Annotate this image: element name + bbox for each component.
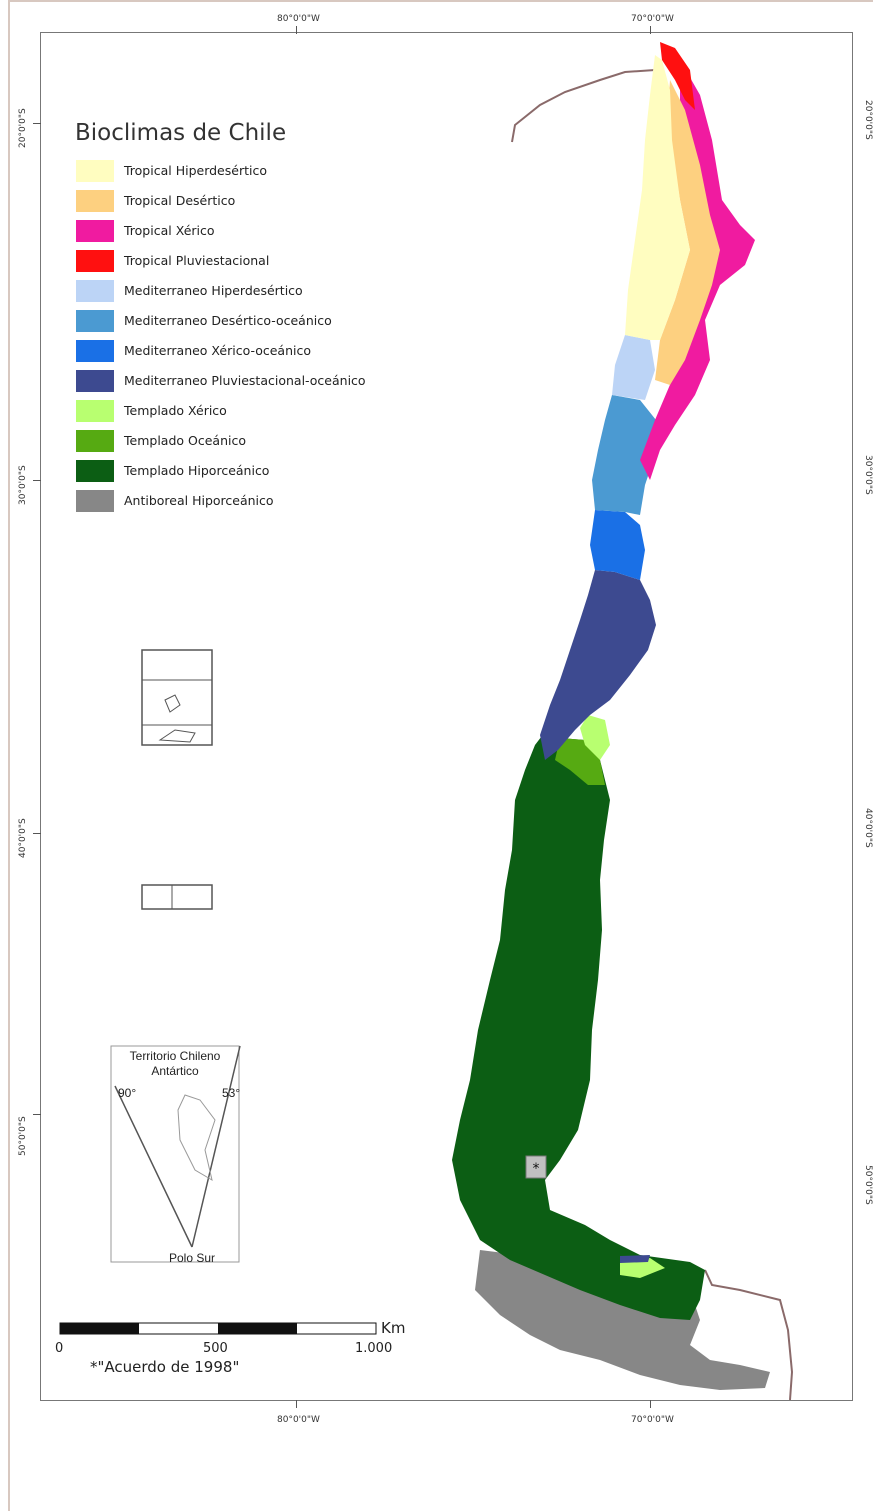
antarctic-pole-label: Polo Sur bbox=[169, 1251, 215, 1265]
island-shape-2 bbox=[158, 729, 196, 743]
map-frame bbox=[40, 32, 853, 1401]
border-peru bbox=[511, 69, 656, 143]
legend-label: Tropical Desértico bbox=[124, 193, 236, 208]
antarctic-title-line2: Antártico bbox=[151, 1064, 199, 1078]
border-argentina-south bbox=[704, 1269, 794, 1401]
star-marker-box bbox=[525, 1155, 547, 1179]
island-shape bbox=[164, 694, 181, 713]
tick-left-20s bbox=[33, 123, 41, 124]
region-tropical-hiperdesertico bbox=[625, 55, 690, 340]
legend-label: Mediterraneo Xérico-oceánico bbox=[124, 343, 312, 358]
scale-label-1000: 1.000 bbox=[355, 1341, 393, 1356]
region-antiboreal bbox=[475, 1250, 770, 1390]
tick-left-50s bbox=[33, 1114, 41, 1115]
region-tropical-xerico bbox=[640, 60, 755, 480]
legend-label: Tropical Xérico bbox=[124, 223, 215, 238]
tick-top-80w bbox=[296, 26, 297, 34]
tick-bottom-80w bbox=[296, 1400, 297, 1408]
antarctic-meridian-90 bbox=[114, 1085, 193, 1248]
legend-swatch bbox=[76, 370, 114, 392]
legend-swatch bbox=[76, 220, 114, 242]
legend-swatch bbox=[76, 160, 114, 182]
small-islands-inset bbox=[141, 884, 213, 910]
coord-top-80w: 80°0'0"W bbox=[277, 14, 320, 24]
legend-label: Mediterraneo Pluviestacional-oceánico bbox=[124, 373, 366, 388]
islands-inset-frame bbox=[141, 649, 213, 746]
antarctic-lon-90: 90° bbox=[118, 1086, 136, 1100]
scale-label-0: 0 bbox=[55, 1341, 64, 1356]
scale-bar bbox=[59, 1322, 377, 1335]
legend-swatch bbox=[76, 490, 114, 512]
antarctic-inset: Territorio Chileno Antártico 90° 53° Pol… bbox=[110, 1045, 241, 1265]
legend-label: Mediterraneo Hiperdesértico bbox=[124, 283, 303, 298]
legend-label: Antiboreal Hiporceánico bbox=[124, 493, 274, 508]
tick-left-30s bbox=[33, 480, 41, 481]
legend-swatch bbox=[76, 430, 114, 452]
scale-segment-1 bbox=[60, 1323, 139, 1334]
region-templado-xerico bbox=[580, 715, 610, 760]
legend-label: Mediterraneo Desértico-oceánico bbox=[124, 313, 332, 328]
legend-title: Bioclimas de Chile bbox=[75, 120, 287, 146]
antarctic-peninsula bbox=[177, 1094, 216, 1182]
coord-bottom-80w: 80°0'0"W bbox=[277, 1415, 320, 1425]
legend-swatch bbox=[76, 340, 114, 362]
legend-label: Templado Hiporceánico bbox=[124, 463, 270, 478]
legend-swatch bbox=[76, 280, 114, 302]
tick-bottom-70w bbox=[650, 1400, 651, 1408]
small-islands-inset-frame bbox=[141, 884, 213, 910]
coord-top-70w: 70°0'0"W bbox=[631, 14, 674, 24]
legend-swatch bbox=[76, 250, 114, 272]
region-med-pluviestacional bbox=[540, 570, 656, 760]
star-marker: * bbox=[533, 1161, 540, 1177]
region-tropical-desertico bbox=[655, 80, 720, 385]
legend-label: Tropical Hiperdesértico bbox=[124, 163, 267, 178]
region-templado-oceanico bbox=[555, 738, 605, 785]
legend-label: Tropical Pluviestacional bbox=[124, 253, 270, 268]
legend-swatch bbox=[76, 460, 114, 482]
tick-top-70w bbox=[650, 26, 651, 34]
region-med-desertico bbox=[592, 395, 660, 515]
region-templado-hiporceanico bbox=[452, 728, 705, 1320]
coord-bottom-70w: 70°0'0"W bbox=[631, 1415, 674, 1425]
page-border bbox=[8, 0, 873, 1511]
scale-segment-3 bbox=[218, 1323, 297, 1334]
legend-swatch bbox=[76, 310, 114, 332]
legend-label: Templado Xérico bbox=[124, 403, 227, 418]
region-med-hiperdesertico bbox=[612, 335, 655, 400]
antarctic-title-line1: Territorio Chileno bbox=[130, 1049, 221, 1063]
scale-label-500: 500 bbox=[203, 1341, 228, 1356]
legend-swatch bbox=[76, 400, 114, 422]
antarctic-inset-frame bbox=[110, 1045, 240, 1263]
scale-unit: Km bbox=[381, 1319, 406, 1337]
antarctic-meridian-53 bbox=[191, 1045, 241, 1248]
region-tropical-pluviestacional bbox=[660, 42, 695, 110]
legend-label: Templado Oceánico bbox=[124, 433, 246, 448]
footnote: *"Acuerdo de 1998" bbox=[90, 1358, 240, 1376]
islands-inset bbox=[141, 649, 213, 746]
tick-left-40s bbox=[33, 833, 41, 834]
region-med-xerico bbox=[590, 510, 645, 580]
region-templado-xerico-south bbox=[620, 1258, 665, 1278]
antarctic-lon-53: 53° bbox=[222, 1086, 240, 1100]
region-med-south-patch bbox=[620, 1255, 650, 1263]
legend-swatch bbox=[76, 190, 114, 212]
